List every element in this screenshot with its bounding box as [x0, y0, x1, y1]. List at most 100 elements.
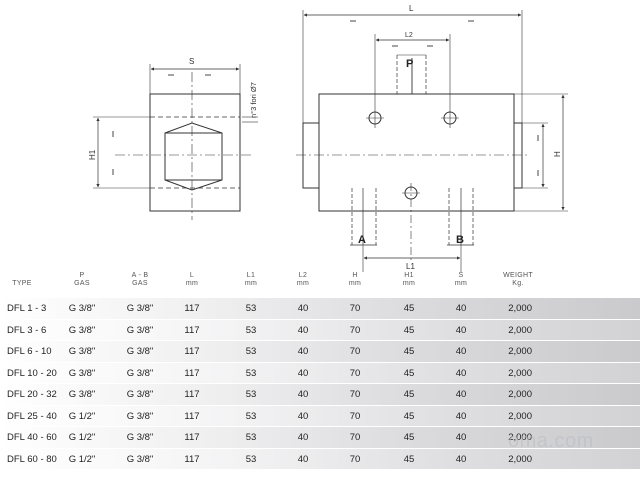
header-h: H mm [348, 272, 362, 287]
dim-label-h1: H1 [88, 149, 97, 160]
header-h1: H1 mm [402, 272, 416, 287]
cell-s: 40 [455, 346, 467, 357]
cell-h: 70 [349, 410, 361, 422]
cell-ab-gas: G 3/8" [126, 410, 154, 422]
cell-ab-gas: G 3/8" [126, 432, 154, 443]
cell-weight: 2,000 [508, 346, 532, 357]
cell-ab-gas: G 3/8" [126, 346, 154, 357]
cell-h1: 45 [403, 367, 415, 379]
header-type: TYPE [12, 280, 32, 287]
cell-weight: 2,000 [508, 303, 532, 314]
cell-h1: 45 [403, 432, 415, 443]
cell-ab-gas: G 3/8" [126, 367, 154, 379]
technical-drawing: S H1 n°3 fori Ø7 [88, 4, 568, 272]
cell-s: 40 [455, 453, 467, 465]
header-p: P GAS [74, 272, 90, 287]
cell-ab-gas: G 3/8" [126, 453, 154, 465]
port-label-a: A [358, 234, 366, 246]
cell-l1: 53 [245, 303, 257, 314]
port-label-p: P [406, 58, 413, 70]
cell-p-gas: G 1/2" [68, 410, 96, 422]
cell-p-gas: G 3/8" [68, 324, 96, 336]
cell-h: 70 [349, 303, 361, 314]
cell-p-gas: G 3/8" [68, 303, 96, 314]
cell-l2: 40 [297, 410, 309, 422]
header-l: L mm [185, 272, 199, 287]
cell-h: 70 [349, 367, 361, 379]
cell-type: DFL 3 - 6 [7, 324, 47, 336]
cell-l1: 53 [245, 410, 257, 422]
cell-h1: 45 [403, 410, 415, 422]
header-a-b: A - B GAS [131, 272, 149, 287]
dim-label-l2: L2 [405, 32, 413, 39]
cell-h1: 45 [403, 324, 415, 336]
left-end-plate [302, 122, 320, 189]
cell-s: 40 [455, 389, 467, 400]
spec-table-header: TYPE P GAS A - B GAS L mm L1 mm L2 mm H … [0, 272, 640, 298]
cell-p-gas: G 3/8" [68, 367, 96, 379]
cell-h: 70 [349, 389, 361, 400]
cell-type: DFL 25 - 40 [7, 410, 57, 422]
cell-l: 117 [184, 410, 200, 422]
cell-l: 117 [184, 367, 200, 379]
table-row: DFL 1 - 3 G 3/8" G 3/8" 117 53 40 70 45 40 2,000 [0, 298, 640, 320]
cell-type: DFL 40 - 60 [7, 432, 57, 443]
cell-type: DFL 60 - 80 [7, 453, 57, 465]
dim-label-h: H [553, 151, 562, 157]
cell-l: 117 [184, 324, 200, 336]
cell-weight: 2,000 [508, 389, 532, 400]
cell-s: 40 [455, 367, 467, 379]
cell-weight: 2,000 [508, 410, 532, 422]
dim-label-s: S [189, 57, 194, 66]
header-s: S mm [454, 272, 468, 287]
cell-s: 40 [455, 303, 467, 314]
header-l1: L1 mm [244, 272, 258, 287]
cell-l1: 53 [245, 346, 257, 357]
cell-h1: 45 [403, 346, 415, 357]
cell-s: 40 [455, 410, 467, 422]
cell-l1: 53 [245, 389, 257, 400]
cell-h: 70 [349, 324, 361, 336]
cell-ab-gas: G 3/8" [126, 389, 154, 400]
cell-h: 70 [349, 432, 361, 443]
cell-l2: 40 [297, 346, 309, 357]
dim-label-l1: L1 [406, 262, 415, 271]
header-weight: WEIGHT Kg. [503, 272, 533, 287]
cell-l: 117 [184, 432, 200, 443]
port-label-b: B [456, 234, 464, 246]
cell-s: 40 [455, 324, 467, 336]
cell-type: DFL 6 - 10 [7, 346, 52, 357]
side-view [93, 64, 258, 220]
cell-h: 70 [349, 346, 361, 357]
cell-l2: 40 [297, 389, 309, 400]
cell-h: 70 [349, 453, 361, 465]
cell-l1: 53 [245, 432, 257, 443]
cell-type: DFL 1 - 3 [7, 303, 47, 314]
cell-p-gas: G 1/2" [68, 432, 96, 443]
cell-l1: 53 [245, 324, 257, 336]
holes-note: n°3 fori Ø7 [249, 82, 258, 118]
cell-l1: 53 [245, 453, 257, 465]
table-row: DFL 25 - 40 G 1/2" G 3/8" 117 53 40 70 45 40 2,00… [0, 405, 640, 427]
cell-type: DFL 20 - 32 [7, 389, 57, 400]
cell-l: 117 [184, 389, 200, 400]
front-view [296, 10, 568, 272]
cell-l2: 40 [297, 303, 309, 314]
cell-p-gas: G 1/2" [68, 453, 96, 465]
cell-ab-gas: G 3/8" [126, 303, 154, 314]
cell-l1: 53 [245, 367, 257, 379]
watermark: oma.com [508, 430, 594, 452]
cell-s: 40 [455, 432, 467, 443]
cell-type: DFL 10 - 20 [7, 367, 57, 379]
cell-h1: 45 [403, 303, 415, 314]
cell-weight: 2,000 [508, 367, 532, 379]
cell-l: 117 [184, 303, 200, 314]
cell-p-gas: G 3/8" [68, 346, 96, 357]
